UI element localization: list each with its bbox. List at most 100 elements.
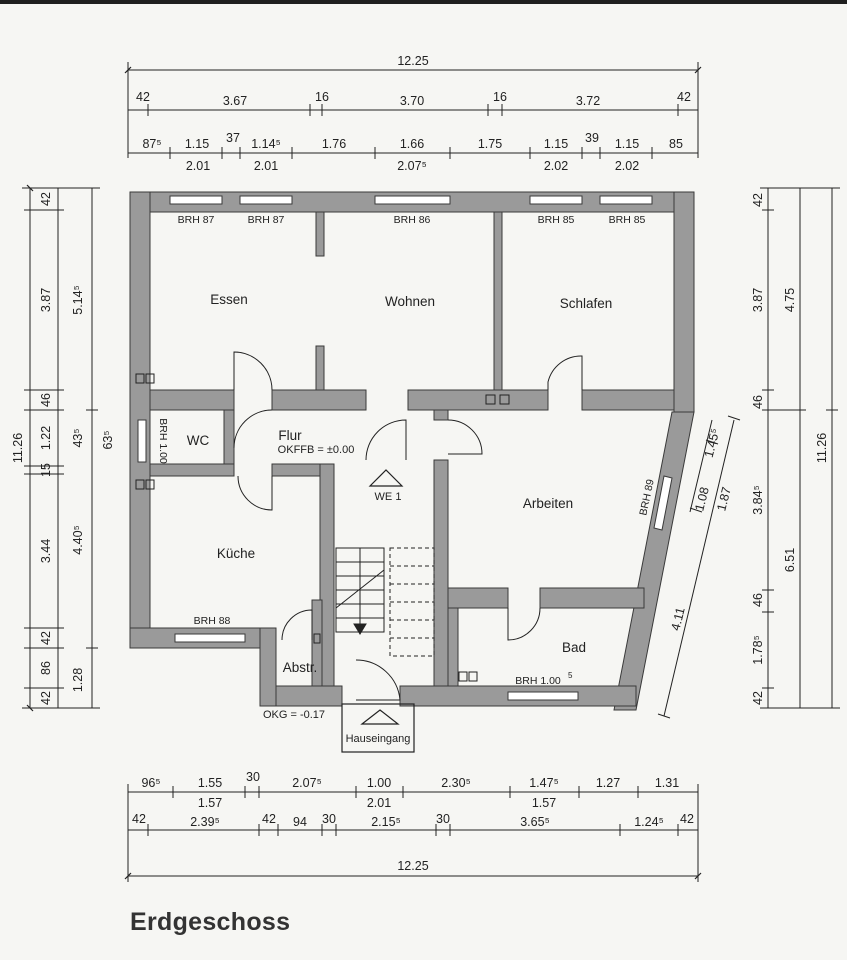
- room-wohnen: Wohnen: [385, 294, 435, 309]
- left-dim-label: 4.40⁵: [71, 525, 85, 555]
- bottom-dim-label: 1.47⁵: [529, 776, 559, 790]
- top-dim-label: 1.75: [478, 137, 502, 151]
- floor-plan-drawing: 12.25 42 3.67 16 3.70 16 3.72 42 87⁵ 1.1…: [11, 54, 840, 882]
- wall-bad-left: [447, 607, 459, 687]
- wall-row1-bottom-b: [271, 389, 367, 411]
- bottom-dim-label: 30: [246, 770, 260, 784]
- door-hauseingang: [355, 659, 401, 701]
- top-dim-label: 39: [585, 131, 599, 145]
- top-dim-label: 42: [136, 90, 150, 104]
- right-dim-label: 1.78⁵: [751, 635, 765, 665]
- top-dim-label: 2.02: [544, 159, 568, 173]
- window-arbeiten: [653, 475, 673, 531]
- top-dim-label: 2.07⁵: [397, 159, 427, 173]
- bottom-dim-label: 94: [293, 815, 307, 829]
- bottom-dim-label: 3.65⁵: [520, 815, 550, 829]
- top-dim-label: 85: [669, 137, 683, 151]
- left-dim-label: 63⁵: [101, 430, 115, 449]
- right-dim-label: 4.75: [783, 288, 797, 312]
- right-dim-label: 46: [751, 395, 765, 409]
- right-dimension-labels: 42 3.87 46 3.84⁵ 46 1.78⁵ 42 4.75 6.51 1…: [751, 193, 829, 705]
- bottom-dim-label: 30: [436, 812, 450, 826]
- bottom-dim-label: 1.57: [198, 796, 222, 810]
- brh-schlafen-2: BRH 85: [609, 214, 646, 226]
- room-essen: Essen: [210, 292, 248, 307]
- staircase: [335, 547, 435, 657]
- top-dim-label: 1.76: [322, 137, 346, 151]
- wall-wc-right: [223, 409, 235, 469]
- door-abstr: [281, 609, 313, 641]
- diag-dim-label: 1.08: [692, 485, 711, 512]
- wall-row1-bottom: [149, 389, 235, 411]
- wall-row1-bottom-c: [407, 389, 549, 411]
- right-dimension-lines: [760, 187, 840, 709]
- diag-dim-label: 4.11: [668, 606, 687, 632]
- bottom-dim-label: 1.00: [367, 776, 391, 790]
- top-dim-label: 42: [677, 90, 691, 104]
- top-dim-label: 3.67: [223, 94, 247, 108]
- okg-label: OKG = -0.17: [263, 709, 325, 721]
- room-bad: Bad: [562, 640, 586, 655]
- windows: [137, 195, 673, 701]
- top-dim-label: 1.14⁵: [251, 137, 281, 151]
- right-dim-label: 3.87: [751, 288, 765, 312]
- top-dim-label: 3.70: [400, 94, 424, 108]
- bottom-dim-label: 1.57: [532, 796, 556, 810]
- walls: [129, 191, 695, 711]
- top-dim-label: 16: [493, 90, 507, 104]
- wall-right-slant: [613, 411, 695, 711]
- wall-right-upper: [673, 191, 695, 413]
- room-arbeiten: Arbeiten: [523, 496, 573, 511]
- left-dim-label: 3.87: [39, 288, 53, 312]
- top-dim-label: 1.66: [400, 137, 424, 151]
- diag-dim-label: 1.45⁵: [702, 427, 723, 459]
- wall-essen-wohnen: [315, 211, 325, 257]
- bottom-dim-label: 42: [132, 812, 146, 826]
- window-schlafen-2: [599, 195, 653, 205]
- flur-level: OKFFB = ±0.00: [278, 444, 355, 456]
- page-title: Erdgeschoss: [130, 908, 291, 936]
- window-schlafen-1: [529, 195, 583, 205]
- hauseingang-label: Hauseingang: [346, 733, 411, 745]
- we1-label: WE 1: [375, 491, 402, 503]
- brh-essen-2: BRH 87: [248, 214, 285, 226]
- shaft-markers: [135, 373, 510, 682]
- top-dim-label: 2.01: [186, 159, 210, 173]
- left-dim-label: 43⁵: [71, 428, 85, 447]
- bottom-dim-label: 1.55: [198, 776, 222, 790]
- door-wc: [233, 409, 273, 449]
- we1-arrow-icon: [368, 469, 404, 487]
- brh-wohnen: BRH 86: [394, 214, 431, 226]
- left-dim-label: 46: [39, 393, 53, 407]
- door-stair-top: [365, 419, 407, 461]
- wall-arbeiten-bad: [447, 587, 509, 609]
- left-dim-label: 42: [39, 631, 53, 645]
- left-dim-label: 3.44: [39, 539, 53, 563]
- top-border-line: [0, 0, 847, 4]
- hauseingang-arrow-icon: [360, 709, 400, 725]
- bottom-overall-dim: 12.25: [397, 859, 428, 873]
- hauseingang-box: [341, 703, 415, 753]
- door-kueche: [237, 475, 273, 511]
- brh-bad-sup: 5: [568, 671, 573, 680]
- wall-stair-left: [319, 463, 335, 687]
- bottom-dim-label: 2.30⁵: [441, 776, 471, 790]
- door-schlafen: [547, 355, 583, 390]
- left-overall-dim: 11.26: [11, 433, 25, 463]
- wall-row1-bottom-d: [581, 389, 675, 411]
- top-dim-label: 87⁵: [142, 137, 161, 151]
- right-dim-label: 46: [751, 593, 765, 607]
- brh-essen-1: BRH 87: [178, 214, 215, 226]
- left-dimension-lines: [22, 184, 100, 712]
- room-abstr: Abstr.: [283, 660, 318, 675]
- door-arbeiten: [447, 419, 483, 455]
- right-overall-dim: 11.26: [815, 433, 829, 463]
- room-kueche: Küche: [217, 546, 255, 561]
- right-dim-label: 3.84⁵: [751, 485, 765, 515]
- left-dim-label: 1.28: [71, 668, 85, 692]
- left-dim-label: 1.22: [39, 426, 53, 450]
- window-wohnen: [374, 195, 451, 205]
- entrance-arrows: [341, 469, 415, 753]
- bottom-dim-label: 1.27: [596, 776, 620, 790]
- brh-wc: BRH 1.00: [157, 418, 169, 464]
